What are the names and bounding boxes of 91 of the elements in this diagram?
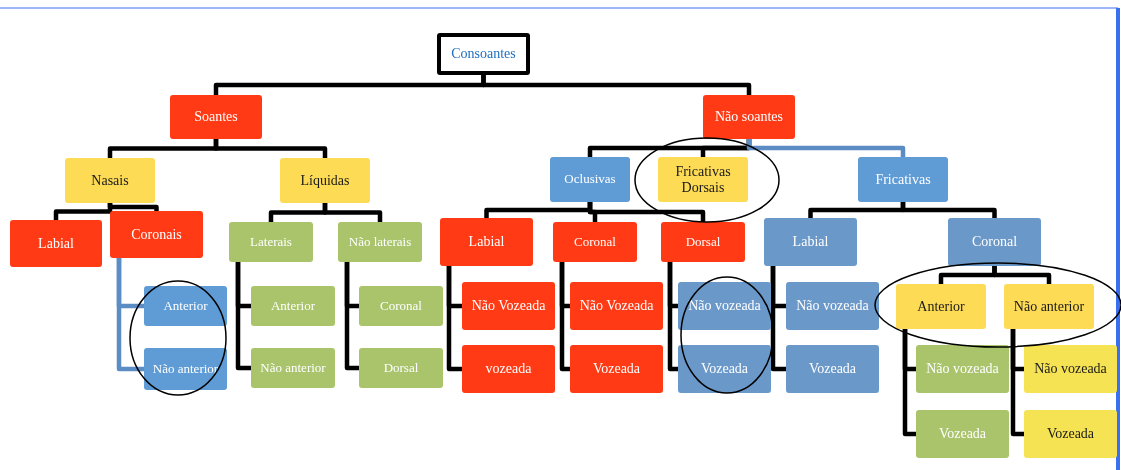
- category-box: [170, 95, 262, 139]
- category-label: Labial: [38, 235, 74, 252]
- category-label: Vozeada: [700, 361, 749, 377]
- category-label: Não anterior: [152, 361, 219, 377]
- category-label: Líquidas: [300, 172, 350, 189]
- connector-line: [446, 266, 462, 372]
- category-box: [338, 222, 422, 262]
- category-box: [462, 282, 555, 330]
- category-label: Fricativas: [875, 171, 931, 188]
- category-label: Vozeada: [808, 361, 857, 377]
- category-label: Não vozeada: [926, 361, 999, 377]
- category-box: [229, 222, 313, 262]
- category-box: [948, 218, 1041, 266]
- category-box: [786, 345, 879, 393]
- category-label: Não anterior: [1013, 298, 1085, 315]
- category-box: [144, 286, 227, 326]
- category-box: [570, 345, 663, 393]
- category-label: Não vozeada: [796, 298, 869, 314]
- connector-line: [902, 329, 916, 437]
- root-box: [437, 33, 530, 75]
- category-box: [658, 157, 748, 202]
- category-label: Soantes: [194, 109, 238, 125]
- connector-line: [481, 75, 752, 95]
- category-box: [251, 286, 335, 326]
- category-box: [553, 222, 637, 262]
- category-label: Não soantes: [714, 109, 783, 125]
- connector-line: [116, 258, 144, 372]
- connector-line: [900, 202, 997, 218]
- category-label: Não Vozeada: [471, 298, 546, 314]
- category-label: Dorsal: [685, 234, 721, 250]
- category-label: Laterais: [250, 234, 292, 250]
- category-box: [359, 348, 443, 388]
- connector-line: [107, 203, 159, 211]
- category-label: Anterior: [917, 298, 965, 315]
- connector-line: [322, 203, 383, 222]
- category-box: [1024, 345, 1117, 393]
- category-box: [661, 222, 745, 262]
- connector-line: [1010, 329, 1024, 437]
- category-box: [251, 348, 335, 388]
- category-label: Consoantes: [451, 46, 516, 62]
- category-box: [786, 282, 879, 330]
- category-box: [550, 157, 630, 202]
- category-label: Não Vozeada: [579, 298, 654, 314]
- category-box: [440, 218, 533, 266]
- category-label: Labial: [468, 234, 505, 250]
- category-box: [570, 282, 663, 330]
- category-label: vozeada: [485, 361, 532, 377]
- category-label: Nasais: [91, 172, 129, 189]
- category-label: Fricativas Dorsais: [674, 164, 732, 195]
- category-box: [359, 286, 443, 326]
- connector-line: [235, 262, 251, 371]
- category-box: [1004, 284, 1094, 329]
- category-box: [10, 220, 102, 267]
- category-label: Oclusivas: [564, 172, 616, 187]
- category-box: [280, 158, 370, 203]
- category-label: Vozeada: [1046, 426, 1095, 442]
- category-label: Vozeada: [592, 361, 641, 377]
- category-box: [1024, 410, 1117, 458]
- category-box: [764, 218, 857, 266]
- category-label: Não vozeada: [1034, 361, 1107, 377]
- category-box: [916, 345, 1009, 393]
- category-label: Coronal: [574, 234, 616, 250]
- category-box: [462, 345, 555, 393]
- connector-line: [667, 262, 678, 372]
- category-label: Labial: [792, 234, 829, 250]
- connector-line: [344, 262, 359, 371]
- category-label: Anterior: [270, 298, 315, 314]
- category-box: [678, 282, 771, 330]
- category-box: [110, 211, 203, 258]
- category-label: Coronal: [971, 234, 1018, 250]
- connector-line: [559, 262, 570, 372]
- category-box: [678, 345, 771, 393]
- category-label: Coronais: [131, 226, 182, 243]
- category-box: [65, 158, 155, 203]
- category-label: Não vozeada: [688, 298, 761, 314]
- category-box: [858, 157, 948, 202]
- connector-line: [213, 139, 328, 158]
- category-label: Coronal: [380, 298, 422, 314]
- category-box: [896, 284, 986, 329]
- category-label: Vozeada: [938, 426, 987, 442]
- category-label: Não laterais: [348, 234, 412, 250]
- category-box: [703, 95, 795, 139]
- category-box: [144, 348, 227, 390]
- connector-line: [992, 266, 1052, 284]
- category-label: Anterior: [163, 298, 208, 314]
- connector-line: [587, 202, 706, 222]
- connector-line: [746, 139, 906, 157]
- category-label: Dorsal: [383, 360, 419, 376]
- connector-line: [770, 266, 786, 372]
- category-box: [916, 410, 1009, 458]
- category-label: Não anterior: [260, 360, 326, 376]
